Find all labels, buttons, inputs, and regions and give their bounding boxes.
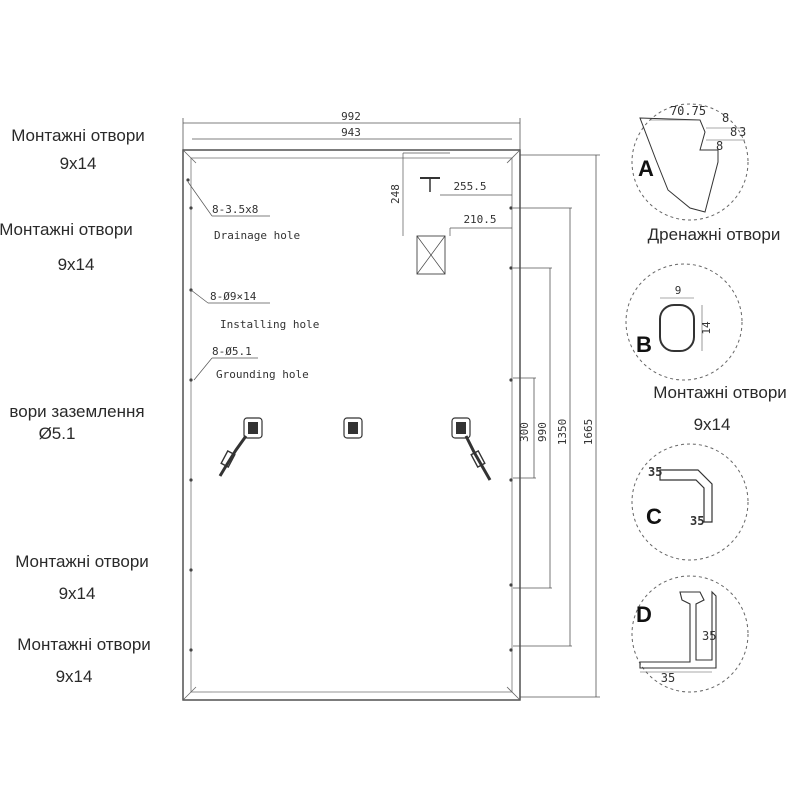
svg-text:990: 990 — [536, 422, 549, 442]
svg-text:8: 8 — [722, 111, 729, 125]
detail-b: 9 14 B — [625, 263, 743, 381]
svg-text:248: 248 — [389, 184, 402, 204]
svg-text:70.75: 70.75 — [670, 104, 706, 118]
svg-text:D: D — [636, 602, 652, 627]
dimension-990: 990 — [513, 267, 552, 589]
mounting-holes-label-1: Монтажні отвори 9x14 — [0, 126, 158, 174]
junction-box-middle — [343, 417, 363, 439]
mounting-holes-label-4: Монтажні отвори 9x14 — [4, 635, 164, 687]
svg-text:8-Ø9×14: 8-Ø9×14 — [210, 290, 257, 303]
junction-box-left — [218, 417, 263, 477]
dimension-1665: 1665 — [520, 154, 600, 698]
width-dimension-943: 943 — [192, 126, 512, 140]
label-title: Монтажні отвори — [17, 635, 151, 654]
svg-text:35: 35 — [702, 629, 716, 643]
label-sub: 9x14 — [57, 255, 95, 274]
detail-d: 35 35 D — [631, 575, 749, 693]
svg-text:C: C — [646, 504, 662, 529]
svg-text:Installing hole: Installing hole — [220, 318, 319, 331]
svg-text:210.5: 210.5 — [463, 213, 496, 226]
svg-text:14: 14 — [700, 321, 713, 335]
svg-text:8-3.5x8: 8-3.5x8 — [212, 203, 258, 216]
detail-b-caption-sub: 9x14 — [694, 415, 731, 434]
label-sub: 9x14 — [59, 154, 97, 173]
junction-box-right — [451, 417, 492, 481]
svg-text:35: 35 — [690, 514, 704, 528]
dimension-1350: 1350 — [513, 207, 572, 647]
svg-text:8: 8 — [716, 139, 723, 153]
label-sub: 9x14 — [58, 584, 96, 603]
label-area-dimensions: 248 255.5 210.5 — [389, 152, 512, 275]
detail-c: 35 35 C — [631, 443, 749, 561]
label-title: Монтажні отвори — [15, 552, 149, 571]
svg-text:35: 35 — [661, 671, 675, 685]
label-title: Монтажні отвори — [0, 220, 133, 239]
mounting-holes-label-3: Монтажні отвори 9x14 — [2, 552, 162, 604]
svg-text:35: 35 — [648, 465, 662, 479]
mounting-holes-label-2: Монтажні отвори 9x14 — [0, 220, 146, 275]
label-sub: Ø5.1 — [38, 424, 76, 443]
svg-text:Drainage hole: Drainage hole — [214, 229, 300, 242]
dimension-300: 300 — [513, 377, 536, 479]
label-title: Монтажні отвори — [11, 126, 145, 145]
svg-text:A: A — [638, 156, 654, 181]
frame-holes — [186, 178, 513, 652]
svg-text:3: 3 — [739, 125, 746, 139]
svg-text:8: 8 — [730, 125, 737, 139]
grounding-hole-annotation: 8-Ø5.1 Grounding hole — [193, 345, 309, 381]
width-dimension-992: 992 — [182, 110, 521, 150]
label-sub: 9x14 — [55, 667, 93, 686]
installing-hole-annotation: 8-Ø9×14 Installing hole — [190, 289, 319, 331]
svg-text:8-Ø5.1: 8-Ø5.1 — [212, 345, 252, 358]
svg-text:9: 9 — [675, 284, 682, 297]
svg-text:B: B — [636, 332, 652, 357]
svg-text:992: 992 — [341, 110, 361, 123]
svg-text:943: 943 — [341, 126, 361, 139]
svg-text:300: 300 — [518, 422, 531, 442]
panel-frame — [182, 149, 521, 701]
svg-text:1350: 1350 — [556, 419, 569, 446]
label-title: вори заземлення — [9, 402, 145, 421]
drainage-hole-annotation: 8-3.5x8 Drainage hole — [187, 181, 300, 242]
drainage-holes-caption: Дренажні отвори — [648, 225, 781, 244]
svg-text:Grounding hole: Grounding hole — [216, 368, 309, 381]
detail-a: 70.75 8 8 3 8 A — [631, 103, 749, 221]
svg-text:1665: 1665 — [582, 419, 595, 446]
grounding-holes-label: вори заземлення Ø5.1 — [0, 402, 162, 444]
detail-b-caption-title: Монтажні отвори — [653, 383, 787, 402]
svg-text:255.5: 255.5 — [453, 180, 486, 193]
